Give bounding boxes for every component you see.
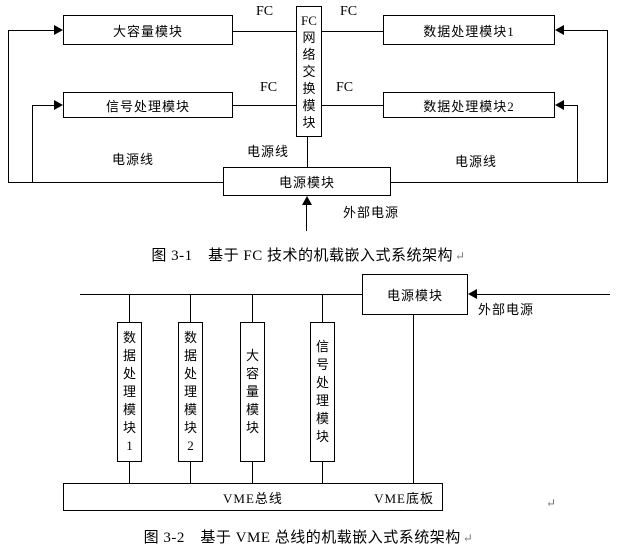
fig2-drop-large-capacity-bottom — [252, 462, 253, 483]
fig1-arrow-into-large-capacity — [54, 25, 63, 35]
fig1-power-module-box: 电源模块 — [223, 167, 391, 196]
fig1-fc-link-large-capacity — [233, 31, 296, 32]
fig1-fc-link-data2 — [322, 105, 383, 106]
fig2-external-power-label: 外部电源 — [478, 302, 535, 317]
fig1-external-power-line — [306, 204, 307, 231]
fig2-drop-data2-bottom — [190, 462, 191, 483]
fig1-caption: 图 3-1 基于 FC 技术的机载嵌入式系统架构↵ — [0, 244, 617, 265]
fig1-power-module-label: 电源模块 — [278, 175, 335, 190]
fig1-data-processing-module1-label: 数据处理模块1 — [423, 23, 515, 39]
fig2-data-processing-module1-label: 数据处理模块1 — [122, 330, 136, 453]
fig1-fc-switch-module-box: FC网络交换模块 — [296, 6, 322, 137]
fig2-vme-backplane-label: VME底板 — [374, 490, 434, 506]
fig1-fc-to-power-line — [307, 137, 308, 167]
fig1-left-inner-power-line — [32, 105, 33, 182]
fig2-drop-data2-top — [190, 294, 191, 322]
fig1-signal-processing-module-label: 信号处理模块 — [105, 98, 190, 114]
fig2-drop-large-capacity-top — [252, 294, 253, 322]
fig1-power-line-label-right: 电源线 — [455, 154, 498, 169]
fig1-paragraph-mark: ↵ — [455, 249, 466, 263]
fig1-right-top-feed-line — [562, 30, 608, 31]
fig2-drop-signal-bottom — [322, 462, 323, 483]
fig2-caption-text: 图 3-2 基于 VME 总线的机载嵌入式系统架构 — [143, 530, 461, 546]
fig1-data-processing-module1-box: 数据处理模块1 — [383, 15, 555, 45]
fig1-external-power-label: 外部电源 — [343, 205, 400, 220]
fig1-power-line-label-mid: 电源线 — [247, 144, 290, 159]
fig1-fc-label-top-left: FC — [256, 4, 274, 19]
fig1-fc-label-mid-right: FC — [336, 80, 354, 95]
fig2-vme-backplane-box: VME总线 VME底板 — [63, 483, 443, 511]
fig1-data-processing-module2-label: 数据处理模块2 — [423, 98, 515, 114]
fig2-drop-signal-top — [322, 294, 323, 322]
fig2-vme-bus-label: VME总线 — [223, 490, 283, 506]
fig1-large-capacity-module-label: 大容量模块 — [112, 23, 183, 39]
fig1-left-mid-feed-line — [32, 105, 55, 106]
fig1-right-mid-feed-line — [562, 105, 578, 106]
fig2-power-to-backplane-line — [413, 315, 414, 483]
fig2-power-bus-line — [80, 294, 362, 295]
fig1-left-top-feed-line — [8, 30, 55, 31]
fig2-large-capacity-module-box: 大容量模块 — [240, 322, 265, 462]
fig2-drop-data1-top — [129, 294, 130, 322]
fig1-fc-label-mid-left: FC — [260, 80, 278, 95]
fig1-right-outer-power-line — [607, 30, 608, 182]
fig1-large-capacity-module-box: 大容量模块 — [63, 15, 233, 45]
fig1-left-outer-power-line — [8, 30, 9, 183]
fig1-fc-switch-module-label: FC网络交换模块 — [301, 13, 317, 130]
fig1-power-line-right — [391, 182, 608, 183]
fig1-caption-text: 图 3-1 基于 FC 技术的机载嵌入式系统架构 — [151, 248, 454, 264]
fig2-signal-processing-module-box: 信号处理模块 — [310, 322, 335, 462]
fig1-fc-label-top-right: FC — [340, 4, 358, 19]
fig1-power-line-left — [8, 182, 223, 183]
fig1-arrow-into-data1 — [555, 25, 564, 35]
fig1-signal-processing-module-box: 信号处理模块 — [63, 92, 233, 118]
fig2-paragraph-mark: ↵ — [462, 531, 474, 545]
fig2-data-processing-module1-box: 数据处理模块1 — [117, 322, 142, 462]
fig1-arrow-into-signal-processing — [54, 100, 63, 110]
fig1-fc-link-data1 — [322, 31, 383, 32]
fig1-power-line-label-left: 电源线 — [112, 152, 155, 167]
fig2-trailing-paragraph-mark: ↵ — [546, 496, 557, 510]
fig1-arrow-into-power-module — [302, 196, 312, 205]
fig2-large-capacity-module-label: 大容量模块 — [245, 348, 259, 435]
fig1-right-inner-power-line — [577, 105, 578, 182]
fig2-drop-data1-bottom — [129, 462, 130, 483]
fig1-fc-link-signal — [233, 105, 296, 106]
fig2-power-module-box: 电源模块 — [362, 274, 468, 315]
fig2-caption: 图 3-2 基于 VME 总线的机载嵌入式系统架构↵ — [0, 526, 617, 547]
fig1-data-processing-module2-box: 数据处理模块2 — [383, 92, 555, 118]
fig2-data-processing-module2-label: 数据处理模块2 — [183, 330, 197, 453]
fig2-signal-processing-module-label: 信号处理模块 — [315, 339, 329, 444]
fig2-arrow-into-power-module — [468, 289, 477, 299]
fig1-arrow-into-data2 — [555, 100, 564, 110]
fig2-external-power-line — [477, 294, 610, 295]
fig2-power-module-label: 电源模块 — [386, 288, 443, 303]
fig2-data-processing-module2-box: 数据处理模块2 — [178, 322, 203, 462]
